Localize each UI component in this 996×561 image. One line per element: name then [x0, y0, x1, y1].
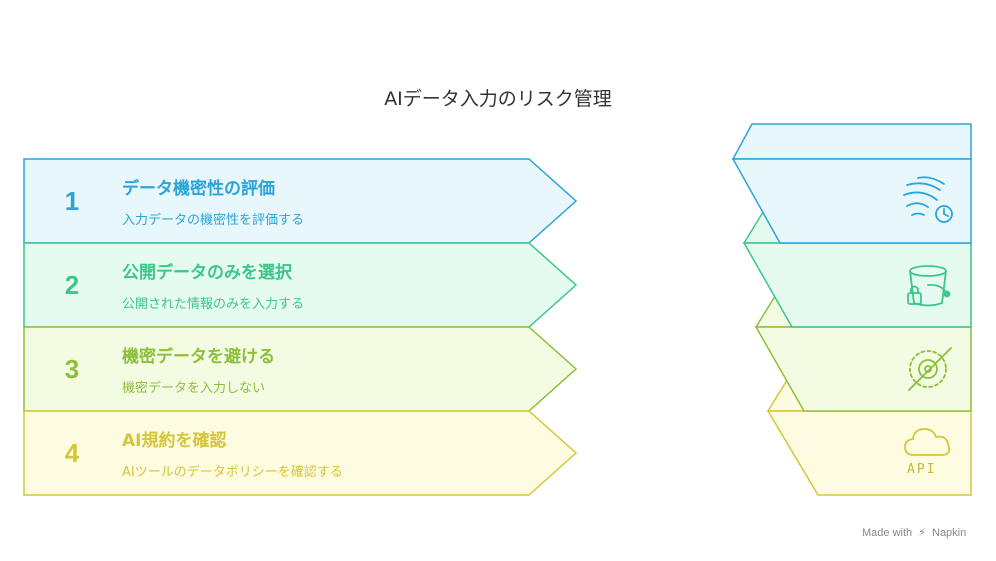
ribbon-panel-1 [731, 158, 972, 244]
step-number-3: 3 [64, 354, 80, 384]
step-title-2: 公開データのみを選択 [122, 263, 292, 283]
step-title-4: AI規約を確認 [122, 431, 227, 451]
step-description-4: AIツールのデータポリシーを確認する [122, 465, 343, 480]
step-title-1: データ機密性の評価 [122, 179, 275, 199]
step-description-1: 入力データの機密性を評価する [122, 213, 305, 228]
footer-watermark: Made with ⚡ Napkin [862, 526, 966, 539]
cloud-api-icon [904, 428, 951, 456]
api-label: API [907, 462, 937, 477]
ribbon-panel-4 [766, 410, 972, 496]
step-number-4: 4 [64, 438, 80, 468]
step-band-1 [23, 158, 578, 244]
footer-made-with: Made with [862, 527, 913, 539]
diagram-title: AIデータ入力のリスク管理 [384, 88, 612, 110]
step-band-4 [23, 410, 578, 496]
step-number-1: 1 [64, 186, 80, 216]
napkin-logo-icon: ⚡ [918, 527, 926, 539]
step-title-3: 機密データを避ける [122, 347, 275, 367]
ribbon-top-1 [731, 123, 972, 160]
hidden-eye-icon [908, 347, 952, 391]
step-description-2: 公開された情報のみを入力する [122, 297, 305, 312]
step-description-3: 機密データを入力しない [122, 381, 266, 396]
locked-bucket-icon [907, 265, 951, 307]
step-band-3 [23, 326, 578, 412]
footer-brand: Napkin [932, 527, 967, 539]
step-number-2: 2 [64, 270, 80, 300]
step-band-2 [23, 242, 578, 328]
wind-clock-icon [903, 176, 953, 223]
